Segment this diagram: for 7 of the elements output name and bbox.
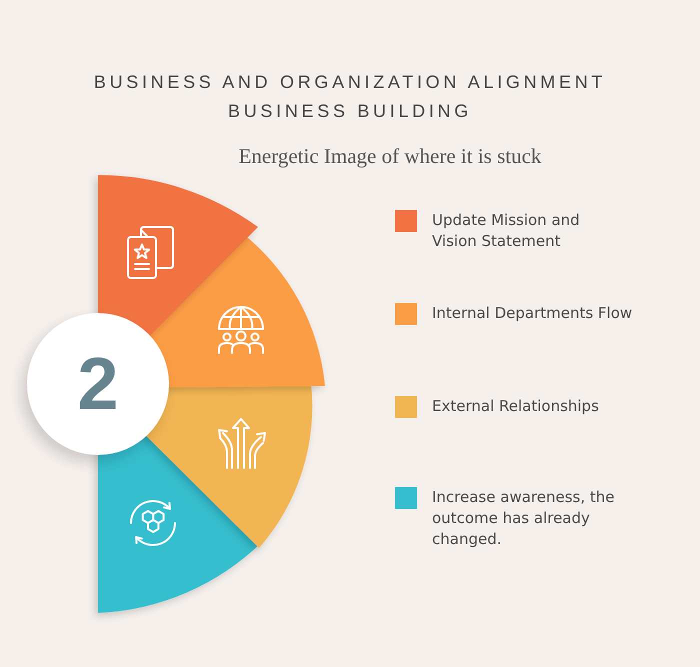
legend-label: Internal Departments Flow <box>432 303 634 324</box>
subtitle: Energetic Image of where it is stuck <box>238 143 542 169</box>
legend-label: Increase awareness, the outcome has already changed. <box>432 487 616 550</box>
title: BUSINESS AND ORGANIZATION ALIGNMENT BUSINESS BUILDING <box>92 71 608 123</box>
step-number: 2 <box>77 347 119 421</box>
legend-label: External Relationships <box>432 396 600 417</box>
legend-label: Update Mission and Vision Statement <box>432 210 581 252</box>
